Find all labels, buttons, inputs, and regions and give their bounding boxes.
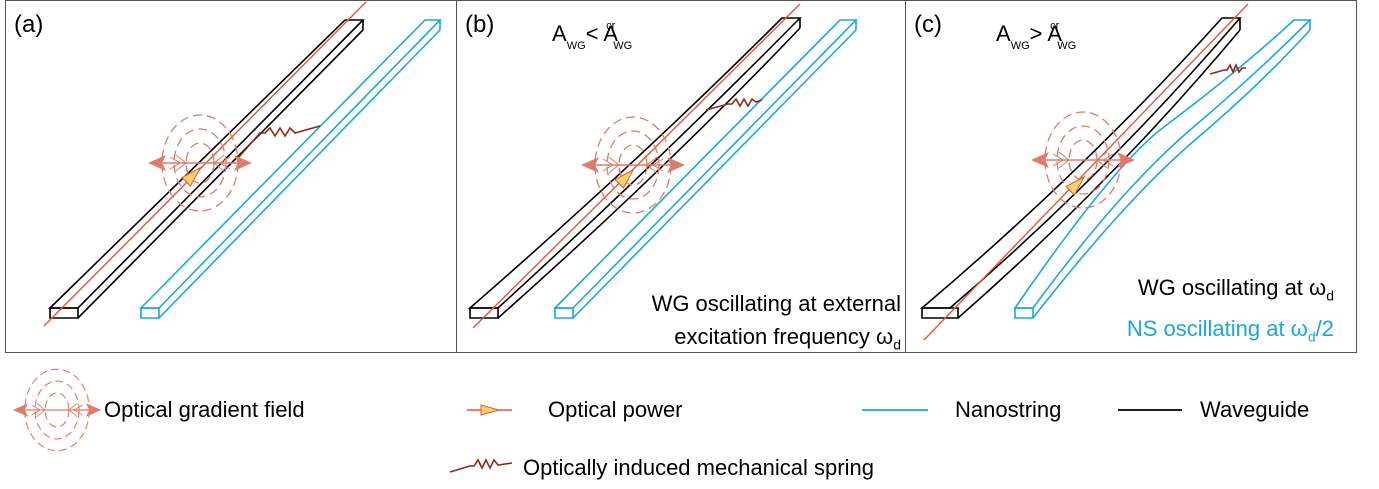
panel-c-drawing [919, 3, 1312, 341]
legend-optical-power-icon [467, 404, 512, 416]
legend-nanostring-label: Nanostring [955, 397, 1062, 422]
legend-gradient-field-label: Optical gradient field [104, 397, 305, 422]
legend-optical-power-label: Optical power [548, 397, 683, 422]
legend-gradient-field-icon [12, 368, 102, 452]
panel-label: (a) [14, 11, 44, 38]
panel-label: (c) [914, 11, 942, 38]
condition-formula: AWG> AcrWG [996, 20, 1077, 52]
legend-spring-icon [449, 458, 513, 473]
panel-label: (b) [465, 11, 495, 38]
panel-c: (c) AWG> AcrWG WG oscillating at ωd NS o… [905, 0, 1357, 353]
condition-formula: AWG< AcrWG [552, 20, 633, 52]
panel-a: (a) [5, 0, 457, 353]
panel-a-drawing [43, 1, 442, 327]
panel-b: (b) AWG< AcrWG WG oscillating at externa… [456, 0, 906, 353]
caption: WG oscillating at ωd NS oscillating at ω… [1126, 275, 1334, 345]
legend-spring-label: Optically induced mechanical spring [523, 455, 874, 480]
panel-b-drawing [467, 3, 858, 329]
legend-waveguide-label: Waveguide [1200, 397, 1310, 422]
caption: WG oscillating at external excitation fr… [651, 291, 901, 353]
